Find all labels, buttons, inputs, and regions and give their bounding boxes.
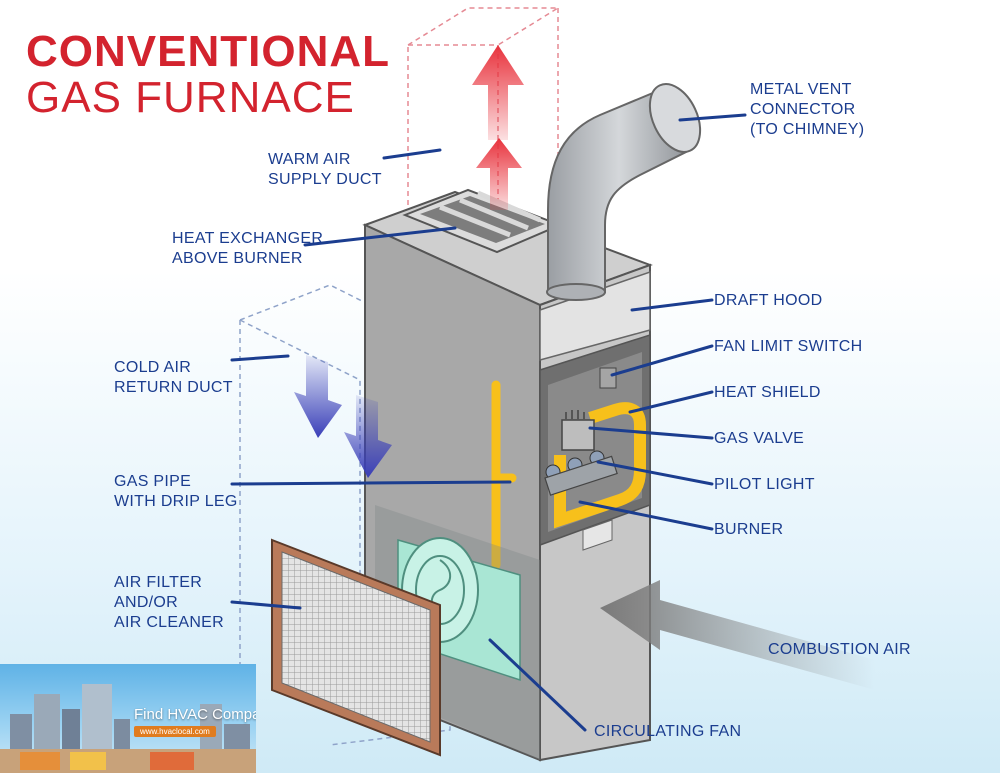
leader-lines: [230, 113, 747, 732]
cold-air-label: COLD AIR RETURN DUCT: [114, 359, 233, 396]
air-filter-label: AIR FILTER AND/OR AIR CLEANER: [114, 574, 224, 631]
title-line-1: CONVENTIONAL: [26, 27, 390, 76]
draft-hood-label: DRAFT HOOD: [714, 292, 823, 309]
badge-title: Find HVAC Companies: [134, 706, 256, 723]
supply-grille: [402, 188, 563, 254]
heat-shield-label: HEAT SHIELD: [714, 384, 821, 401]
hvac-badge[interactable]: Find HVAC Companies www.hvaclocal.com: [0, 664, 256, 773]
circulating-fan-label: CIRCULATING FAN: [594, 723, 742, 740]
metal-vent-pipe: [546, 83, 702, 301]
cold-air-return-duct: [239, 284, 451, 746]
combustion-air-label: COMBUSTION AIR: [768, 641, 911, 658]
gas-pipe-label: GAS PIPE WITH DRIP LEG: [114, 473, 238, 510]
warm-air-label: WARM AIR SUPPLY DUCT: [268, 151, 382, 188]
warm-air-arrows: [472, 45, 524, 210]
fan-limit-switch-label: FAN LIMIT SWITCH: [714, 338, 863, 355]
combustion-air-arrow: [600, 580, 875, 690]
city-skyline-icon: [0, 684, 256, 773]
gas-valve-label: GAS VALVE: [714, 430, 805, 447]
title-line-2: GAS FURNACE: [26, 73, 355, 122]
air-filter: [271, 538, 441, 757]
gas-pipe: [491, 380, 517, 570]
burner-label: BURNER: [714, 521, 784, 538]
heat-exchanger-label: HEAT EXCHANGER ABOVE BURNER: [172, 230, 324, 267]
badge-url[interactable]: www.hvaclocal.com: [134, 726, 216, 737]
cold-air-arrows: [294, 355, 392, 478]
metal-vent-label: METAL VENT CONNECTOR (TO CHIMNEY): [750, 81, 865, 138]
pilot-light-label: PILOT LIGHT: [714, 476, 815, 493]
